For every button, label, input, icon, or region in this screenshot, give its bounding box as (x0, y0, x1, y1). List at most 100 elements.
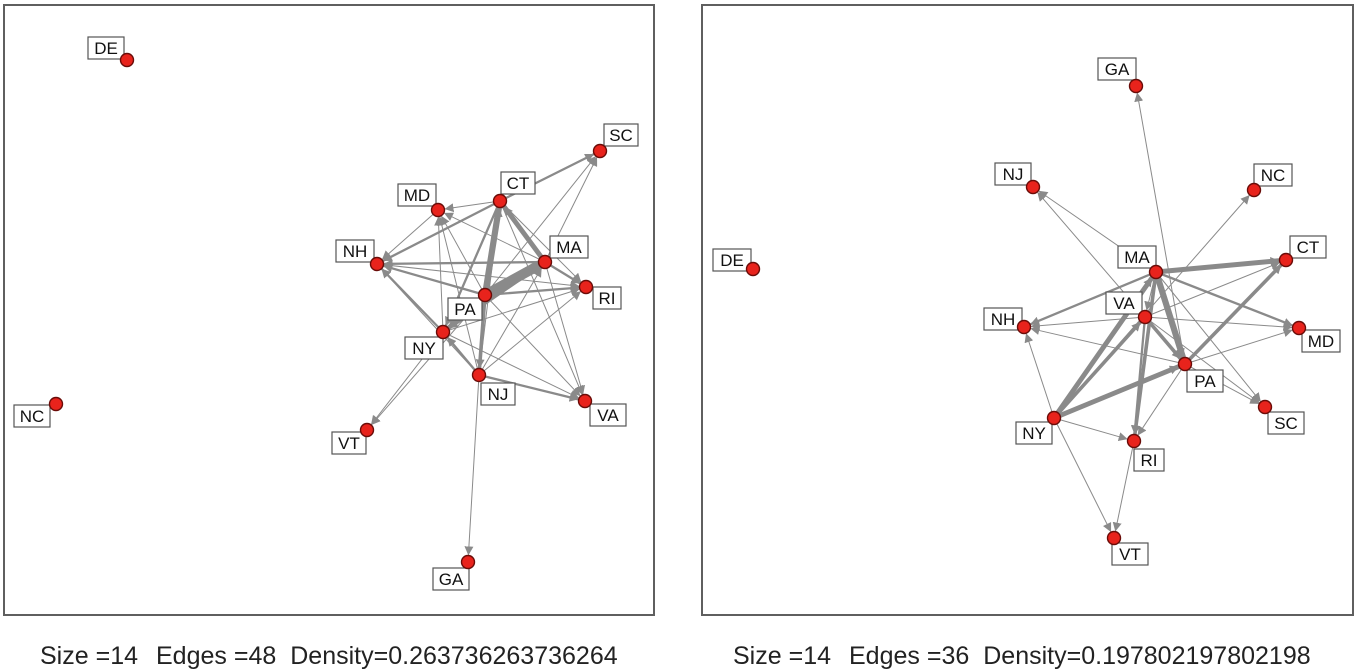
edge-ny-to-md (434, 216, 444, 333)
left-density-label: Density= (290, 642, 388, 670)
node-label-box (432, 567, 470, 591)
node-dot (578, 279, 594, 295)
node-nc: NC (13, 396, 64, 428)
node-nj: NJ (471, 367, 516, 406)
node-label: MD (404, 186, 430, 205)
edge-nj-to-va (477, 373, 579, 402)
node-label: VT (338, 434, 360, 453)
edge-md-to-nh (381, 209, 439, 260)
node-label-box (1267, 411, 1305, 435)
edge-ny-to-nh (381, 268, 445, 334)
node-label: DE (94, 39, 118, 58)
node-dot (1278, 252, 1294, 268)
edge-ma-to-nh (383, 259, 547, 269)
node-label-box (1117, 245, 1157, 269)
node-label-box (549, 235, 589, 259)
node-dot (1177, 356, 1193, 372)
edge-ny-to-nh (1024, 333, 1055, 419)
node-dot (471, 367, 487, 383)
node-dot (435, 324, 451, 340)
node-dot (492, 193, 508, 209)
node-label-box (983, 307, 1023, 331)
node-label: DE (720, 251, 744, 270)
edge-va-to-md (1144, 316, 1293, 332)
node-de: DE (712, 248, 761, 277)
edge-pa-to-ri (1137, 363, 1186, 436)
node-ga: GA (1097, 57, 1144, 94)
edge-va-to-sc (1144, 316, 1260, 404)
edge-ma-to-pa (1152, 268, 1186, 360)
node-label-box (1105, 291, 1143, 315)
edge-nj-to-ga (464, 374, 480, 556)
edge-pa-to-nh (383, 263, 487, 297)
left-graph-edges (371, 153, 598, 556)
edge-nh-to-ri (376, 263, 580, 290)
right-density-label: Density= (983, 642, 1081, 670)
node-dot (1046, 410, 1062, 426)
node-label: NY (1022, 424, 1046, 443)
node-label-box (1097, 57, 1137, 81)
node-label: NC (20, 407, 45, 426)
node-dot (1025, 179, 1041, 195)
node-label-box (447, 297, 483, 321)
node-label-box (331, 431, 367, 455)
node-ny: NY (1015, 410, 1062, 445)
edge-ma-to-ri (1131, 270, 1158, 436)
left-size-label: Size = (40, 642, 110, 670)
node-label-box (1186, 369, 1224, 393)
edge-ny-to-va (442, 331, 580, 399)
node-label-box (1015, 421, 1053, 445)
node-pa: PA (447, 287, 493, 321)
node-vt: VT (1106, 530, 1149, 566)
node-label-box (500, 171, 536, 195)
node-dot (745, 261, 761, 277)
edge-ma-to-ct (1153, 256, 1281, 275)
node-ri: RI (1126, 433, 1165, 472)
edge-ct-to-md (444, 200, 501, 213)
edge-pa-to-md (1184, 328, 1293, 365)
edge-ny-to-pa (1051, 364, 1181, 421)
edge-pa-to-nj (475, 293, 487, 370)
node-label: GA (439, 570, 464, 589)
node-label-box (397, 183, 437, 207)
node-label: CT (1297, 238, 1320, 257)
node-label-box (712, 248, 752, 272)
node-ri: RI (578, 279, 622, 310)
node-nh: NH (335, 239, 385, 272)
node-label: SC (1274, 414, 1298, 433)
node-label-box (1133, 448, 1165, 472)
edge-ny-to-ri (1053, 417, 1128, 442)
node-label: PA (454, 300, 476, 319)
node-label: RI (599, 289, 616, 308)
node-sc: SC (592, 123, 639, 159)
edge-nj-to-nh (381, 268, 480, 376)
edge-ct-to-va (499, 200, 584, 395)
edge-pa-to-md (441, 215, 486, 296)
edge-va-to-pa (1143, 315, 1182, 361)
node-dot (1246, 182, 1262, 198)
edge-ny-to-vt (1053, 417, 1112, 533)
node-vt: VT (331, 422, 375, 455)
node-label-box (1111, 542, 1149, 566)
node-dot (1126, 433, 1142, 449)
node-label: NH (991, 310, 1016, 329)
node-label-box (1253, 163, 1293, 187)
node-ga: GA (432, 554, 476, 591)
left-density-value: 0.263736263736264 (388, 642, 618, 670)
node-nc: NC (1246, 163, 1293, 198)
left-size-value: 14 (110, 642, 138, 670)
node-dot (577, 393, 593, 409)
node-dot (430, 202, 446, 218)
edge-ma-to-sc (1155, 271, 1261, 402)
node-label-box (1289, 235, 1327, 259)
node-dot (369, 256, 385, 272)
edge-ri-to-vt (1112, 440, 1135, 532)
right-edges-label: Edges = (849, 642, 941, 670)
node-label: MD (1308, 332, 1334, 351)
node-label: NC (1261, 166, 1286, 185)
node-label-box (994, 162, 1032, 186)
node-dot (460, 554, 476, 570)
